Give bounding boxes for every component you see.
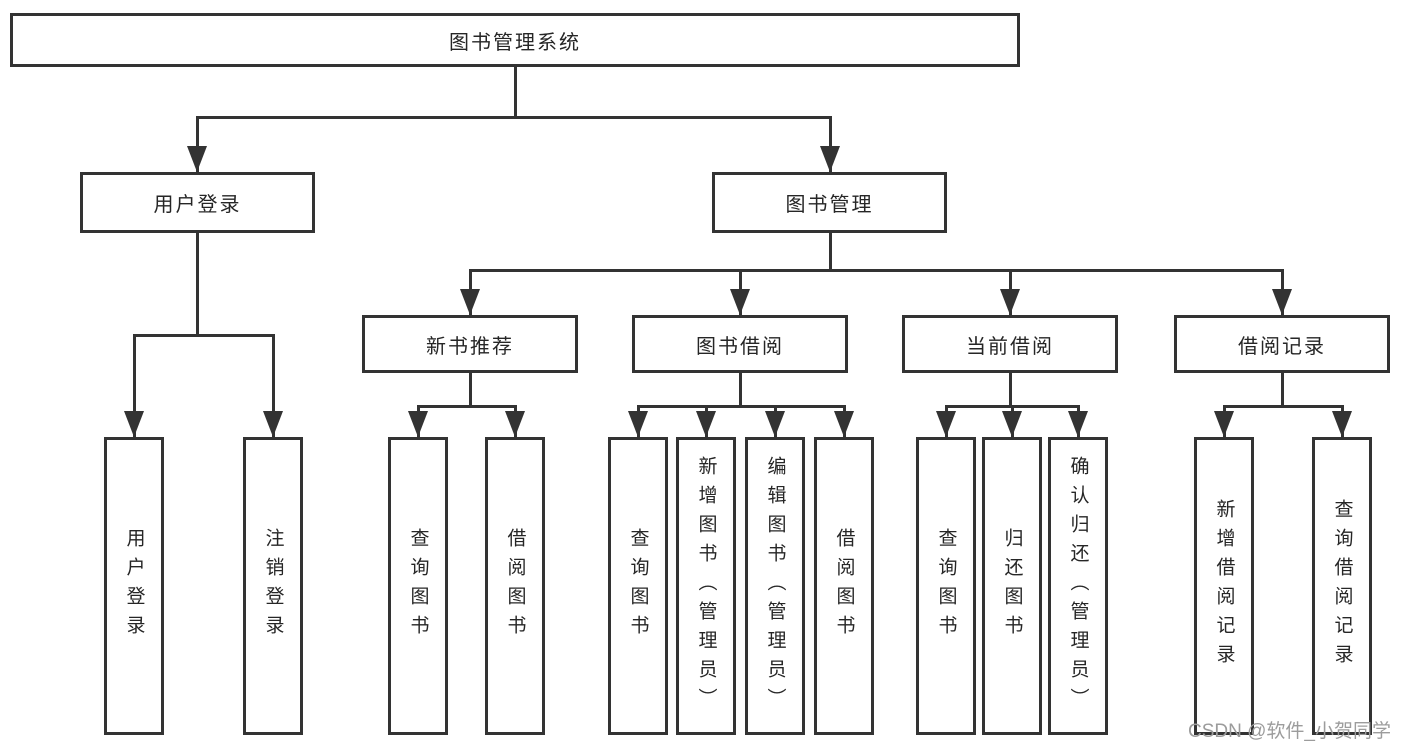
arrow-down-icon <box>730 289 750 315</box>
leaf-confirm-return-admin: 确认归还（管理员） <box>1048 437 1108 735</box>
node-book-borrowing-label: 图书借阅 <box>696 335 784 358</box>
node-new-book-recommend-label: 新书推荐 <box>426 335 514 358</box>
connector-vline <box>1281 373 1284 408</box>
node-new-book-recommend: 新书推荐 <box>362 315 578 373</box>
connector-hline <box>1223 405 1344 408</box>
leaf-add-borrow-record: 新增借阅记录 <box>1194 437 1254 735</box>
leaf-borrow-books-borrowing: 借阅图书 <box>814 437 874 735</box>
arrow-down-icon <box>505 411 525 437</box>
node-book-borrowing: 图书借阅 <box>632 315 848 373</box>
arrow-down-icon <box>1214 411 1234 437</box>
connector-hline <box>637 405 846 408</box>
leaf-user-login-label: 用户登录 <box>123 528 145 644</box>
leaf-query-borrow-record: 查询借阅记录 <box>1312 437 1372 735</box>
connector-vline <box>196 116 199 172</box>
connector-vline <box>829 116 832 172</box>
arrow-down-icon <box>1332 411 1352 437</box>
node-book-management-label: 图书管理 <box>785 194 874 216</box>
arrow-down-icon <box>187 146 207 172</box>
node-current-borrowing-label: 当前借阅 <box>966 335 1054 358</box>
leaf-borrow-books-borrowing-label: 借阅图书 <box>833 528 855 644</box>
node-root: 图书管理系统 <box>10 13 1020 67</box>
leaf-query-books-recommend-label: 查询图书 <box>407 528 429 644</box>
leaf-query-books-current: 查询图书 <box>916 437 976 735</box>
arrow-down-icon <box>124 411 144 437</box>
leaf-borrow-books-recommend-label: 借阅图书 <box>504 528 526 644</box>
arrow-down-icon <box>628 411 648 437</box>
arrow-down-icon <box>1002 411 1022 437</box>
arrow-down-icon <box>820 146 840 172</box>
arrow-down-icon <box>263 411 283 437</box>
leaf-logout-login: 注销登录 <box>243 437 303 735</box>
leaf-edit-book-admin: 编辑图书（管理员） <box>745 437 805 735</box>
arrow-down-icon <box>765 411 785 437</box>
leaf-query-books-borrowing: 查询图书 <box>608 437 668 735</box>
leaf-add-book-admin: 新增图书（管理员） <box>676 437 736 735</box>
connector-vline <box>1009 373 1012 408</box>
leaf-edit-book-admin-label: 编辑图书（管理员） <box>764 455 786 717</box>
leaf-confirm-return-admin-label: 确认归还（管理员） <box>1067 455 1089 717</box>
connector-hline <box>417 405 517 408</box>
leaf-add-book-admin-label: 新增图书（管理员） <box>695 455 717 717</box>
node-borrowing-records-label: 借阅记录 <box>1238 335 1326 358</box>
connector-hline <box>196 116 831 119</box>
leaf-return-books-label: 归还图书 <box>1001 528 1023 644</box>
leaf-return-books: 归还图书 <box>982 437 1042 735</box>
arrow-down-icon <box>1000 289 1020 315</box>
leaf-query-books-borrowing-label: 查询图书 <box>627 528 649 644</box>
leaf-borrow-books-recommend: 借阅图书 <box>485 437 545 735</box>
connector-vline <box>272 334 275 437</box>
connector-vline <box>133 334 136 437</box>
connector-hline <box>469 269 1284 272</box>
arrow-down-icon <box>1272 289 1292 315</box>
node-user-login: 用户登录 <box>80 172 315 233</box>
arrow-down-icon <box>936 411 956 437</box>
arrow-down-icon <box>460 289 480 315</box>
arrow-down-icon <box>834 411 854 437</box>
connector-vline <box>829 233 832 271</box>
leaf-query-borrow-record-label: 查询借阅记录 <box>1331 499 1353 673</box>
connector-vline <box>514 67 517 118</box>
connector-hline <box>133 334 274 337</box>
leaf-query-books-current-label: 查询图书 <box>935 528 957 644</box>
node-borrowing-records: 借阅记录 <box>1174 315 1390 373</box>
arrow-down-icon <box>1068 411 1088 437</box>
node-user-login-label: 用户登录 <box>153 194 242 216</box>
arrow-down-icon <box>408 411 428 437</box>
node-root-label: 图书管理系统 <box>449 31 581 54</box>
node-current-borrowing: 当前借阅 <box>902 315 1118 373</box>
connector-vline <box>739 373 742 408</box>
leaf-add-borrow-record-label: 新增借阅记录 <box>1213 499 1235 673</box>
leaf-query-books-recommend: 查询图书 <box>388 437 448 735</box>
node-book-management: 图书管理 <box>712 172 947 233</box>
watermark: CSDN @软件_小贺同学 <box>1188 721 1391 742</box>
leaf-logout-login-label: 注销登录 <box>262 528 284 644</box>
leaf-user-login: 用户登录 <box>104 437 164 735</box>
connector-vline <box>469 373 472 408</box>
connector-vline <box>196 233 199 336</box>
arrow-down-icon <box>696 411 716 437</box>
